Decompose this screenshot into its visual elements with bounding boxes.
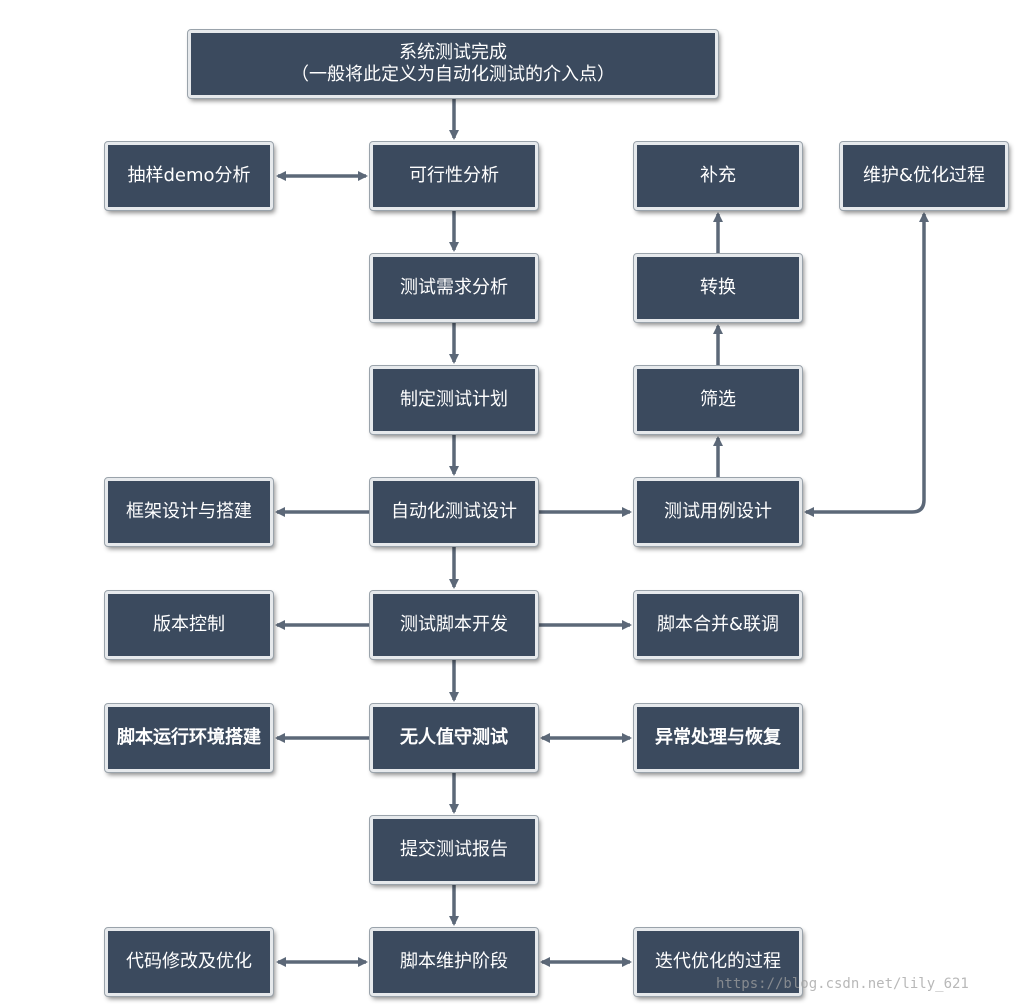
node-iterate: 迭代优化的过程 (633, 927, 803, 997)
node-maintenance: 脚本维护阶段 (369, 927, 539, 997)
node-maintain-optimize-label: 维护&优化过程 (862, 165, 986, 186)
node-convert: 转换 (633, 253, 803, 323)
node-env-setup-label: 脚本运行环境搭建 (117, 727, 261, 748)
node-maintain-optimize: 维护&优化过程 (839, 141, 1009, 211)
node-env-setup: 脚本运行环境搭建 (104, 703, 274, 773)
node-plan: 制定测试计划 (369, 365, 539, 435)
node-unattended: 无人值守测试 (369, 703, 539, 773)
arrow-maintain-case (804, 212, 929, 517)
node-requirements-label: 测试需求分析 (400, 277, 508, 298)
node-sample-demo-label: 抽样demo分析 (127, 165, 251, 186)
node-script-dev-label: 测试脚本开发 (400, 614, 508, 635)
node-supplement: 补充 (633, 141, 803, 211)
node-script-dev: 测试脚本开发 (369, 590, 539, 660)
node-sample-demo: 抽样demo分析 (104, 141, 274, 211)
node-script-merge: 脚本合并&联调 (633, 590, 803, 660)
node-exception: 异常处理与恢复 (633, 703, 803, 773)
node-system-test: 系统测试完成 （一般将此定义为自动化测试的介入点） (187, 29, 719, 99)
node-exception-label: 异常处理与恢复 (655, 727, 781, 748)
node-code-modify: 代码修改及优化 (104, 927, 274, 997)
node-feasibility-label: 可行性分析 (409, 165, 499, 186)
node-system-test-label: 系统测试完成 (399, 42, 507, 63)
node-version-control: 版本控制 (104, 590, 274, 660)
node-filter: 筛选 (633, 365, 803, 435)
node-auto-design-label: 自动化测试设计 (391, 501, 517, 522)
node-case-design: 测试用例设计 (633, 477, 803, 547)
watermark: https://blog.csdn.net/lily_621 (716, 976, 969, 992)
node-case-design-label: 测试用例设计 (664, 501, 772, 522)
node-iterate-label: 迭代优化的过程 (655, 951, 781, 972)
node-script-merge-label: 脚本合并&联调 (656, 614, 780, 635)
node-code-modify-label: 代码修改及优化 (126, 951, 252, 972)
node-maintenance-label: 脚本维护阶段 (400, 951, 508, 972)
node-supplement-label: 补充 (700, 165, 736, 186)
node-report-label: 提交测试报告 (400, 839, 508, 860)
node-feasibility: 可行性分析 (369, 141, 539, 211)
node-unattended-label: 无人值守测试 (400, 727, 508, 748)
node-auto-design: 自动化测试设计 (369, 477, 539, 547)
node-system-test-sublabel: （一般将此定义为自动化测试的介入点） (291, 64, 615, 85)
node-plan-label: 制定测试计划 (400, 389, 508, 410)
node-requirements: 测试需求分析 (369, 253, 539, 323)
node-framework: 框架设计与搭建 (104, 477, 274, 547)
node-convert-label: 转换 (700, 277, 736, 298)
node-report: 提交测试报告 (369, 815, 539, 885)
node-version-control-label: 版本控制 (153, 614, 225, 635)
node-filter-label: 筛选 (700, 389, 736, 410)
node-framework-label: 框架设计与搭建 (126, 501, 252, 522)
